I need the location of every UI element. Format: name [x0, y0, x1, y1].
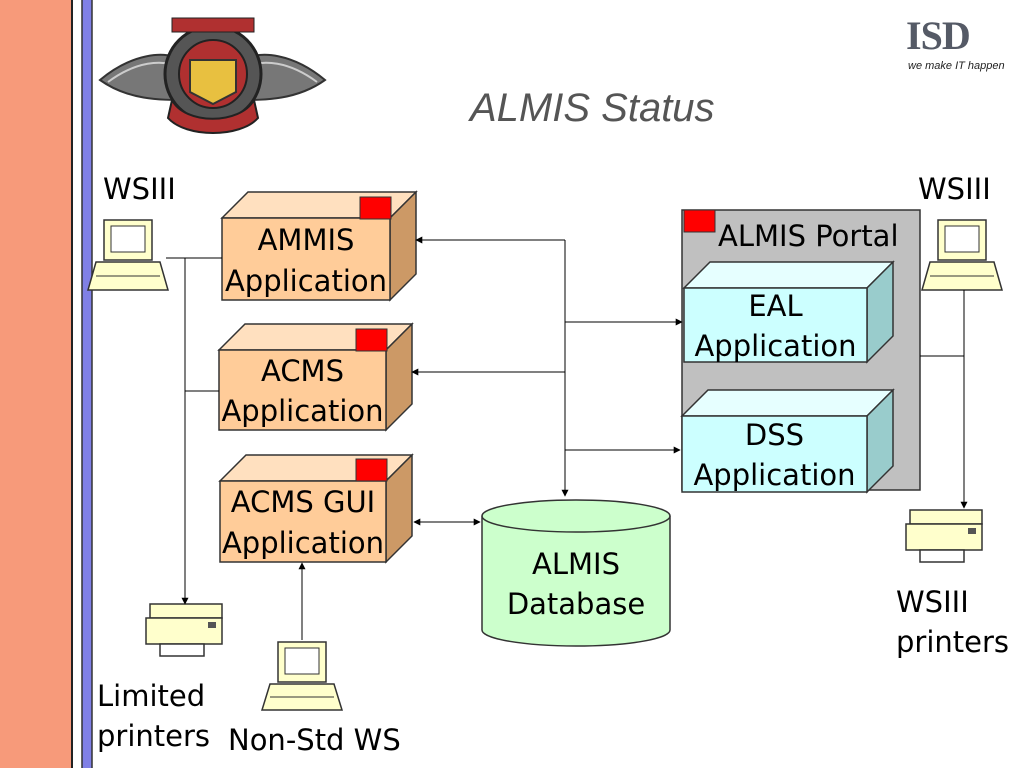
acms-gui-line1: ACMS GUI — [230, 485, 376, 519]
acms-line2: Application — [221, 394, 384, 428]
acms-gui-line2: Application — [221, 526, 385, 560]
ws-left-label: WSIII — [103, 172, 176, 206]
blue-stripe — [81, 0, 93, 768]
wsiii-printers-label: WSIII printers — [896, 582, 1009, 662]
wsiii-printers-line2: printers — [896, 625, 1010, 659]
eal-line1: EAL — [748, 289, 803, 323]
ammis-box — [220, 190, 418, 302]
ammis-line1: AMMIS — [257, 223, 355, 257]
limited-printers-label: Limited printers — [97, 676, 210, 756]
acms-line1: ACMS — [260, 354, 344, 388]
dss-box — [680, 388, 895, 494]
ammis-label: AMMIS Application — [222, 220, 390, 302]
acms-status-flag — [355, 328, 388, 352]
limited-printers-line1: Limited — [97, 679, 206, 713]
acms-gui-status-flag — [355, 458, 388, 482]
ammis-status-flag — [359, 196, 392, 220]
acms-label: ACMS Application — [219, 351, 386, 431]
left-stripe — [0, 0, 73, 768]
ws-right-icon — [921, 219, 1003, 291]
limited-printers-line2: printers — [97, 719, 211, 753]
ws-left-icon — [87, 219, 169, 291]
printer-right-icon — [905, 509, 983, 563]
ammis-line2: Application — [224, 264, 388, 298]
slide-title: ALMIS Status — [470, 86, 715, 130]
portal-status-flag — [683, 209, 716, 233]
acms-gui-box — [218, 453, 414, 564]
database-cylinder — [481, 499, 671, 647]
eal-line2: Application — [694, 329, 857, 363]
database-line1: ALMIS — [532, 547, 620, 581]
eal-box — [682, 260, 895, 364]
isd-logo: ISD — [906, 13, 971, 58]
ws-nonstd-icon — [260, 641, 344, 711]
dss-line1: DSS — [744, 418, 805, 452]
portal-label: ALMIS Portal — [718, 219, 899, 253]
isd-tagline: we make IT happen — [908, 60, 1005, 72]
wsiii-printers-line1: WSIII — [896, 585, 969, 619]
eal-label: EAL Application — [684, 286, 867, 366]
ws-right-label: WSIII — [918, 172, 991, 206]
dss-label: DSS Application — [682, 415, 867, 495]
printer-left-icon — [145, 603, 223, 657]
connectors — [166, 236, 968, 640]
acms-gui-label: ACMS GUI Application — [220, 482, 386, 564]
emblem-logo — [98, 17, 327, 134]
database-line2: Database — [506, 587, 646, 621]
database-label: ALMIS Database — [482, 544, 670, 624]
acms-box — [217, 322, 414, 432]
nonstd-ws-label: Non-Std WS — [228, 723, 401, 757]
dss-line2: Application — [693, 458, 856, 492]
